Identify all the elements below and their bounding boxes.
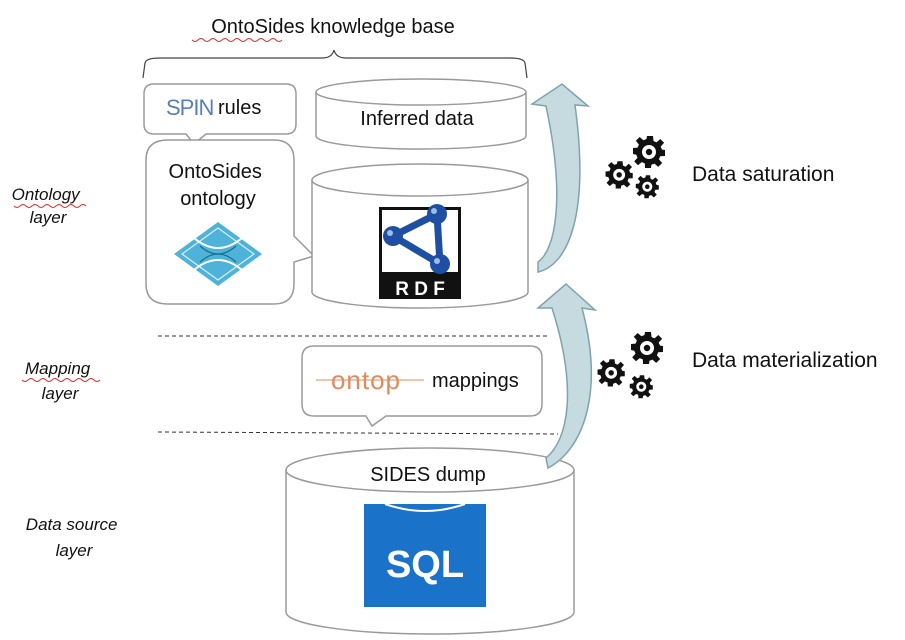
ontop-mappings-callout: [301, 345, 543, 428]
ontology-callout-word: ontology: [180, 188, 256, 210]
gears-icon: [597, 332, 663, 399]
inferred-data-cylinder: [315, 78, 527, 150]
knowledge-base-title: OntoSides knowledge base: [211, 16, 455, 38]
gears-icon: [605, 136, 665, 199]
ontology-layer-label: Ontology layer: [12, 185, 85, 227]
ontop-mappings-label: mappings: [432, 370, 519, 392]
ontology-layer-suffix: layer: [30, 208, 68, 227]
mapping-spellcheck-underline: [21, 378, 101, 382]
rdf-logo-text: R D F: [395, 279, 445, 300]
mapping-layer-suffix: layer: [42, 384, 80, 403]
ontology-spellcheck-underline: [13, 204, 87, 208]
ontology-callout-label: OntoSides ontology: [169, 161, 268, 210]
title-spellcheck-underline: [191, 38, 283, 42]
sides-dump-label: SIDES dump: [370, 464, 486, 486]
data-saturation-label: Data saturation: [692, 163, 834, 186]
ontology-icon: [174, 222, 262, 286]
spin-logo: SPIN: [166, 95, 213, 120]
mapping-layer-label: Mapping layer: [25, 359, 95, 403]
ontology-callout-name: OntoSides: [169, 161, 262, 183]
spin-rules-callout: [143, 83, 297, 146]
ontology-layer-word: Ontology: [12, 185, 82, 204]
rdf-logo: [379, 204, 461, 299]
title-brace: [142, 49, 528, 79]
spin-rules-label: rules: [218, 97, 261, 119]
source-layer-word: Data source: [26, 515, 118, 534]
sql-logo-text: SQL: [386, 544, 464, 586]
data-materialization-arrow: [535, 283, 598, 470]
layer-separator-bottom: [157, 431, 559, 435]
source-layer-label: Data source layer: [26, 515, 122, 560]
sql-logo: [364, 503, 486, 607]
data-saturation-arrow: [529, 83, 591, 273]
source-layer-suffix: layer: [56, 541, 94, 560]
inferred-data-label: Inferred data: [360, 108, 474, 130]
data-materialization-label: Data materialization: [692, 349, 878, 372]
mapping-layer-word: Mapping: [25, 359, 91, 378]
